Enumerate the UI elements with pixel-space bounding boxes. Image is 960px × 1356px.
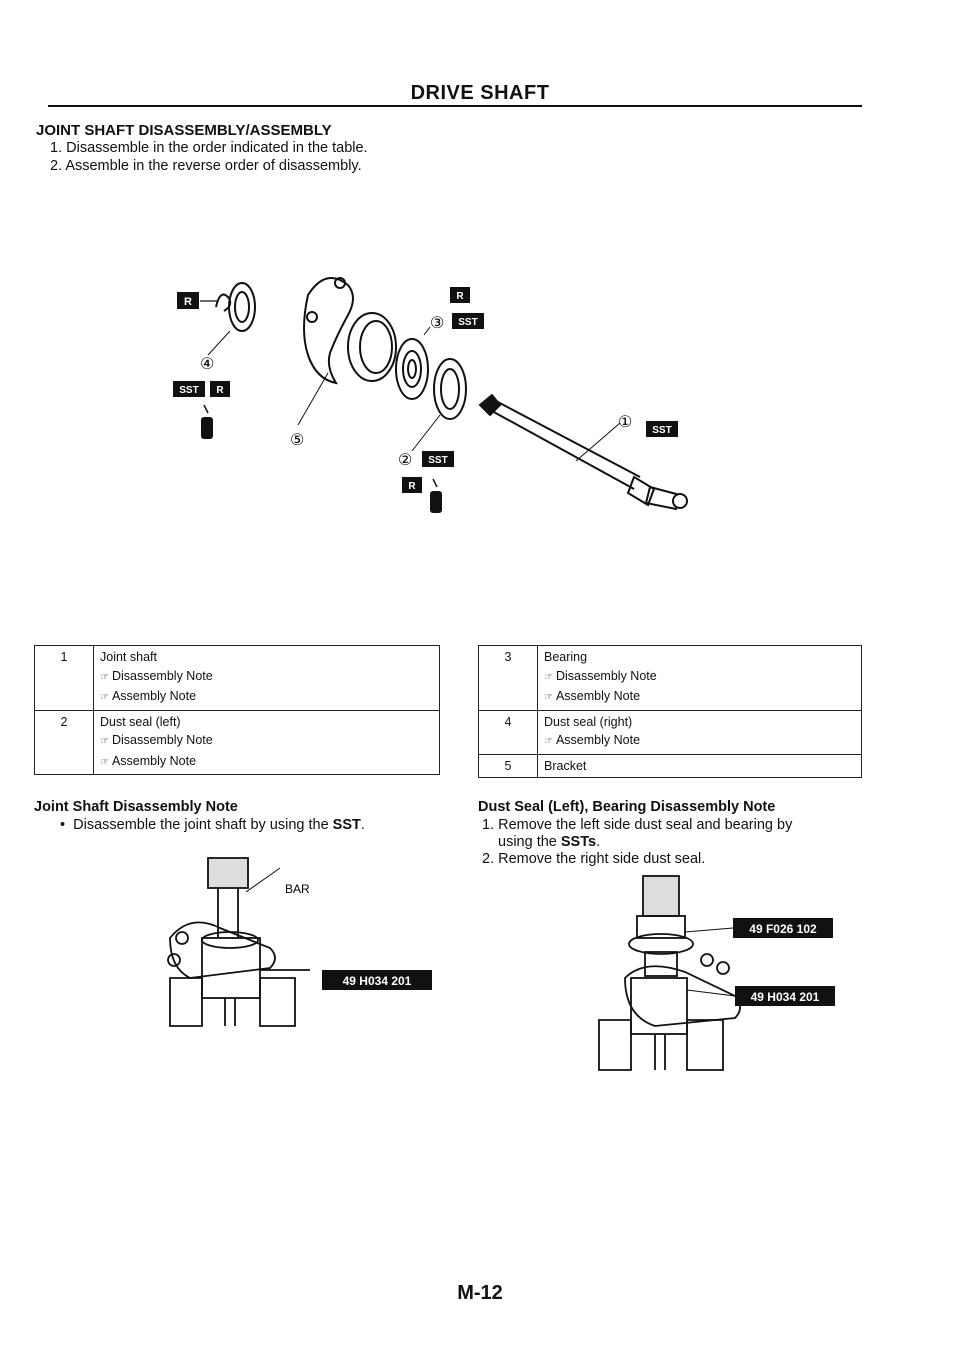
table-cell-num: 2 <box>34 709 94 775</box>
sst-number: 49 F026 102 <box>749 922 817 936</box>
note-link[interactable]: ☞Assembly Note <box>544 733 641 747</box>
table-cell-num: 5 <box>478 753 538 778</box>
dust-seal-left-illustration <box>433 358 467 420</box>
pointing-hand-icon: ☞ <box>544 692 553 703</box>
parts-table-left: 1 Joint shaft ☞Disassembly Note ☞Assembl… <box>34 645 440 775</box>
sst-badge <box>452 313 484 329</box>
note-link[interactable]: ☞Assembly Note <box>544 689 641 703</box>
note-link[interactable]: ☞Disassembly Note <box>100 733 213 747</box>
table-row: 2 Dust seal (left) ☞Disassembly Note ☞As… <box>34 709 440 775</box>
table-row: 4 Dust seal (right) ☞Assembly Note <box>478 709 862 755</box>
sst-label-box <box>733 918 833 938</box>
r-badge <box>177 292 199 309</box>
part-name: Joint shaft <box>100 650 157 664</box>
r-badge-label: R <box>408 481 416 492</box>
part-name: Dust seal (left) <box>100 714 181 729</box>
callout-1: ① <box>618 414 632 431</box>
r-badge <box>402 477 422 493</box>
r-badge-label: R <box>456 291 464 302</box>
header-rule <box>48 105 862 107</box>
callout-5: ⑤ <box>290 432 304 449</box>
note-right-step-1-cont: using the SSTs. <box>498 834 601 850</box>
pointing-hand-icon: ☞ <box>100 692 109 703</box>
r-badge-label: R <box>184 296 192 308</box>
parts-table-right: 3 Bearing ☞Disassembly Note ☞Assembly No… <box>478 645 862 778</box>
sst-label-box <box>322 970 432 990</box>
pointing-hand-icon: ☞ <box>544 736 553 747</box>
note-left-text: • Disassemble the joint shaft by using t… <box>60 817 365 833</box>
sst-badge-label: SST <box>179 385 198 396</box>
part-name: Bracket <box>544 758 587 773</box>
table-row: 3 Bearing ☞Disassembly Note ☞Assembly No… <box>478 645 862 711</box>
part-name: Dust seal (right) <box>544 714 633 729</box>
r-badge <box>450 287 470 303</box>
grease-tube-icon <box>430 478 442 513</box>
callout-2: ② <box>398 452 412 469</box>
bar-label: BAR <box>285 882 310 896</box>
table-row: 1 Joint shaft ☞Disassembly Note ☞Assembl… <box>34 645 440 711</box>
note-link[interactable]: ☞Assembly Note <box>100 689 197 703</box>
callout-4: ④ <box>200 356 214 373</box>
dust-seal-press-illustration: 49 F026 102 49 H034 201 <box>598 875 835 1071</box>
note-right-step-2: 2. Remove the right side dust seal. <box>482 851 706 867</box>
note-right-step-1: 1. Remove the left side dust seal and be… <box>482 817 793 833</box>
section-title: JOINT SHAFT DISASSEMBLY/ASSEMBLY <box>36 122 332 139</box>
sst-badge-label: SST <box>428 455 447 466</box>
bullet: • <box>60 817 66 833</box>
sst-badge-label: SST <box>458 317 477 328</box>
note-link[interactable]: ☞Disassembly Note <box>100 668 213 683</box>
sst-label-box <box>735 986 835 1006</box>
sst-badge-label: SST <box>652 425 671 436</box>
r-badge <box>210 381 230 397</box>
pointing-hand-icon: ☞ <box>100 736 109 747</box>
sst-number: 49 H034 201 <box>343 974 412 988</box>
table-cell-num: 3 <box>478 645 538 711</box>
exploded-diagram: R ④ SST R ⑤ R ③ SST ② SST R <box>173 276 688 513</box>
grease-tube-icon <box>201 404 213 439</box>
note-left-title: Joint Shaft Disassembly Note <box>34 799 238 815</box>
sst-badge <box>646 421 678 437</box>
pointing-hand-icon: ☞ <box>544 671 553 683</box>
pointing-hand-icon: ☞ <box>100 756 109 768</box>
table-cell-num: 1 <box>34 645 94 711</box>
dust-seal-right-illustration <box>215 282 256 332</box>
r-badge-label: R <box>216 385 224 396</box>
table-row: 5 Bracket <box>478 753 862 778</box>
page-title: DRIVE SHAFT <box>410 82 550 104</box>
sst-number: 49 H034 201 <box>751 990 820 1004</box>
bearing-illustration <box>395 338 429 400</box>
pointing-hand-icon: ☞ <box>100 671 109 683</box>
page-number: M-12 <box>457 1282 503 1304</box>
note-link[interactable]: ☞Assembly Note <box>100 753 197 768</box>
bracket-illustration <box>303 276 397 385</box>
sst-badge <box>173 381 205 397</box>
sst-badge <box>422 451 454 467</box>
table-cell-num: 4 <box>478 709 538 755</box>
instruction-step-1: 1. Disassemble in the order indicated in… <box>50 140 368 156</box>
joint-shaft-press-illustration: BAR 49 H034 201 <box>167 857 432 1027</box>
callout-3: ③ <box>430 315 444 332</box>
instruction-step-2: 2. Assemble in the reverse order of disa… <box>50 158 362 174</box>
joint-shaft-illustration <box>478 393 688 511</box>
part-name: Bearing <box>544 650 588 664</box>
note-link[interactable]: ☞Disassembly Note <box>544 668 657 683</box>
note-right-title: Dust Seal (Left), Bearing Disassembly No… <box>478 799 776 815</box>
